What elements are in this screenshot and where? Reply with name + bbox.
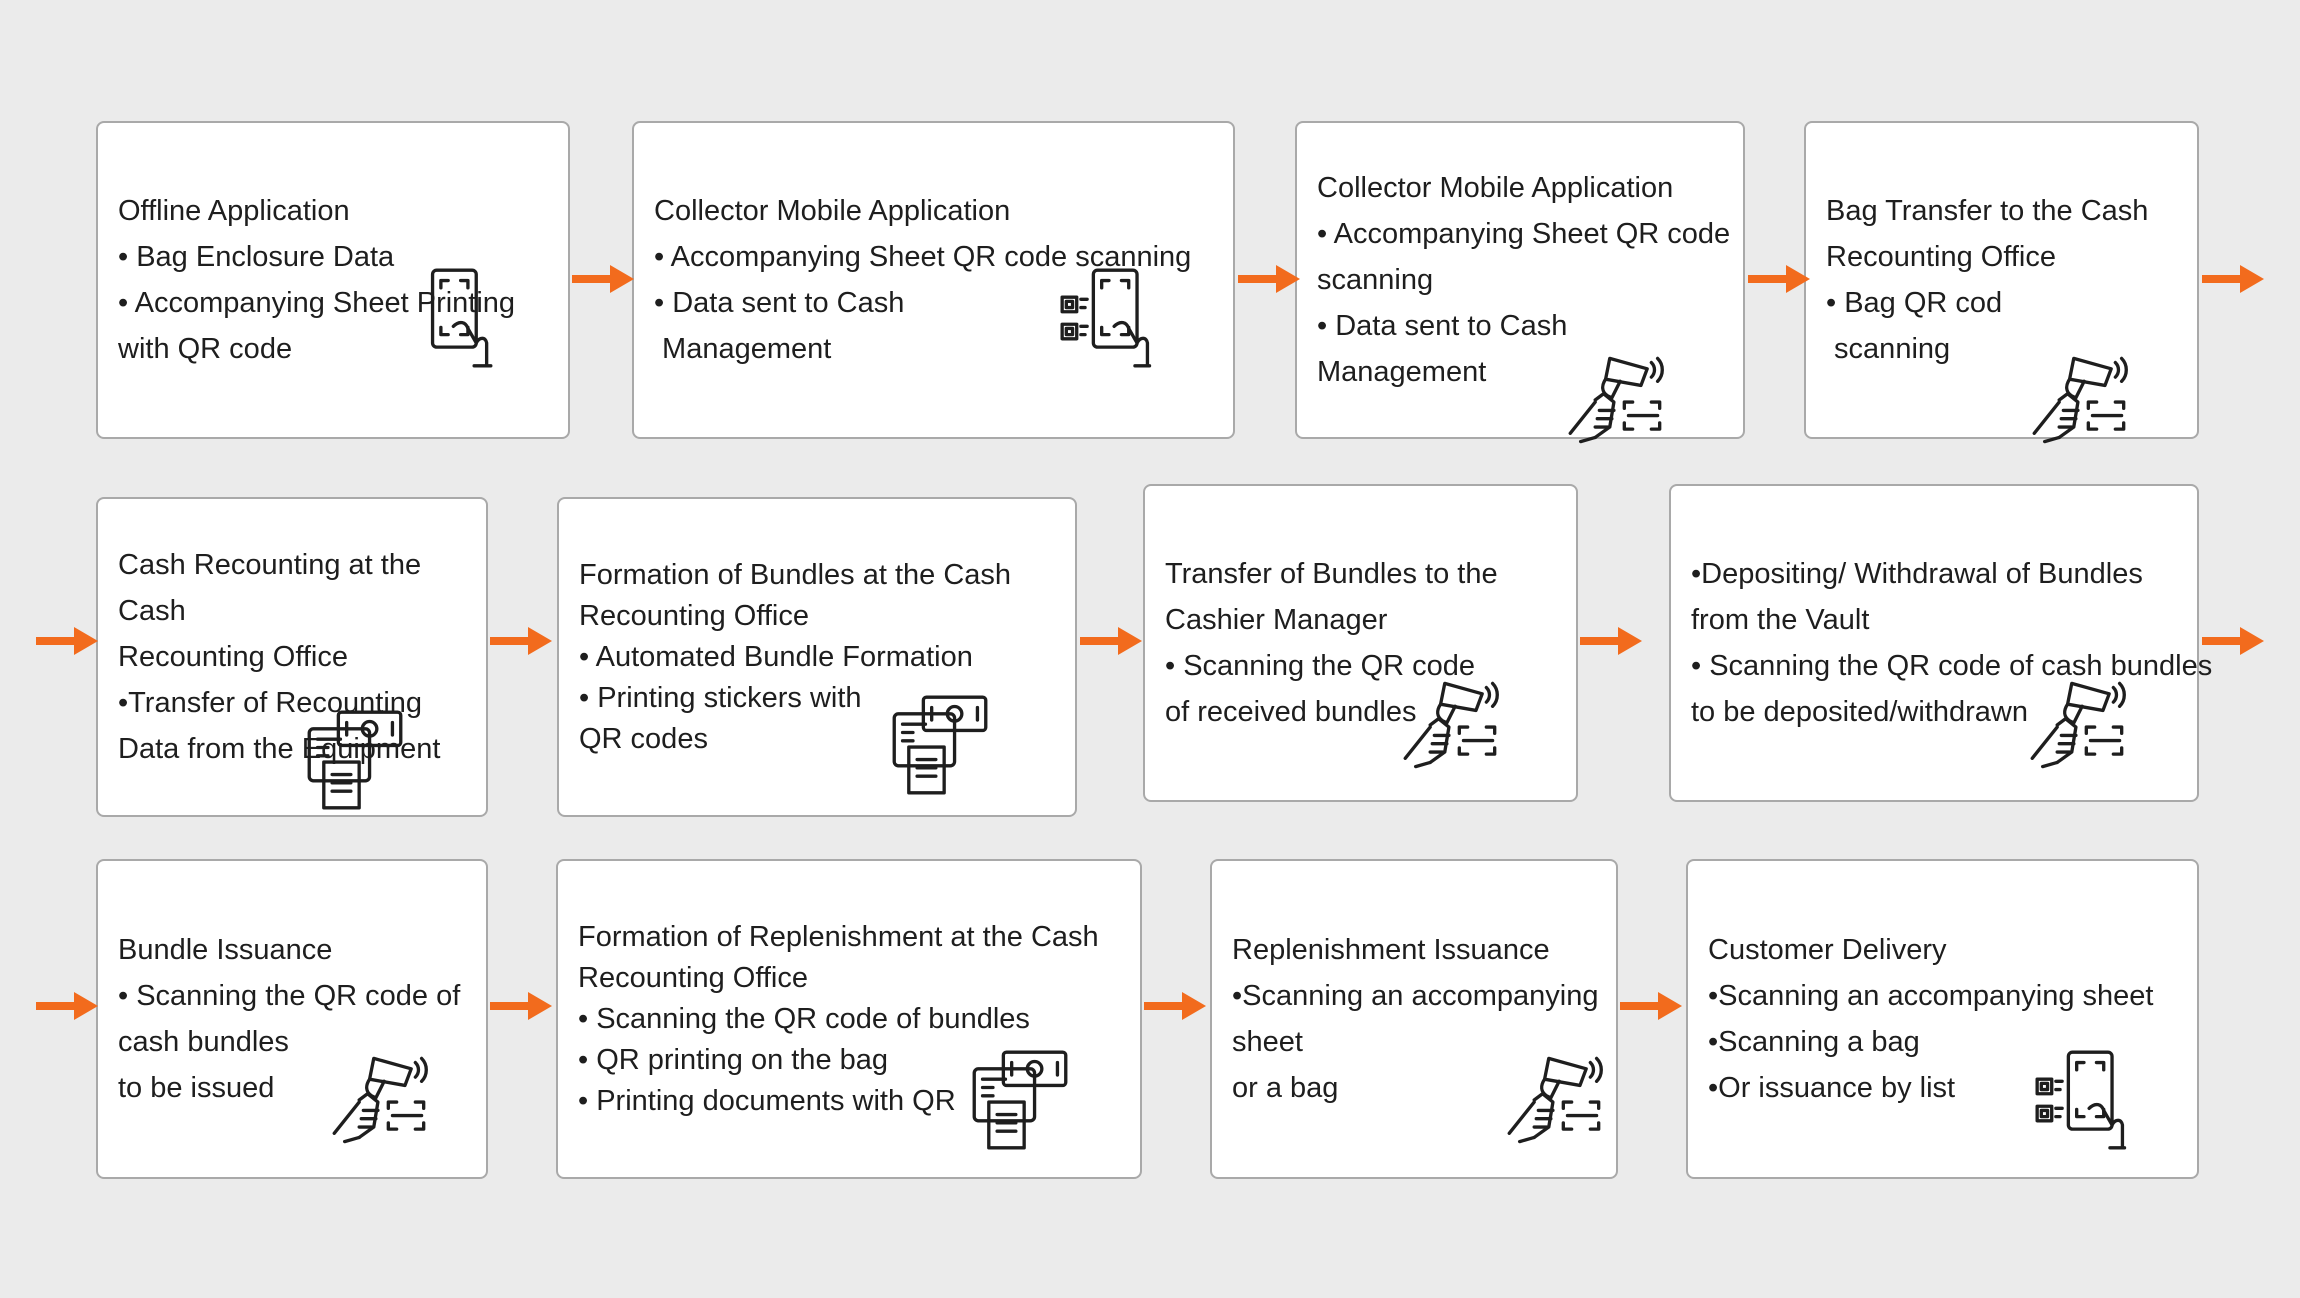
step-text: Collector Mobile Application • Accompanyi… [654, 123, 1217, 437]
step-text: •Depositing/ Withdrawal of Bundles from t… [1691, 486, 2213, 800]
step-text: Offline Application• Bag Enclosure Data•… [118, 123, 552, 437]
step-title: Formation of Bundles at the Cash [579, 558, 1012, 591]
barcode-scanner-icon [1503, 1048, 1607, 1152]
step-box-11: Replenishment Issuance •Scanning an accom… [1210, 859, 1618, 1179]
flow-arrow-12 [1144, 990, 1206, 1022]
step-line: Recounting Office [579, 599, 809, 632]
step-line: Management [1317, 356, 1487, 388]
step-line: Cashier Manager [1165, 604, 1388, 636]
step-line: Management [654, 333, 832, 365]
hand-phone-icon [418, 266, 522, 370]
qr-phone-icon [2033, 1048, 2137, 1152]
step-title: Replenishment Issuance [1232, 934, 1550, 966]
step-line: scanning [1826, 333, 1951, 365]
step-line: • Bag QR cod [1826, 287, 2003, 319]
step-line: • Printing documents with QR [578, 1084, 956, 1117]
step-text: Replenishment Issuance •Scanning an accom… [1232, 861, 1600, 1177]
flow-arrow-5 [36, 625, 98, 657]
step-box-3: Collector Mobile Application • Accompanyi… [1295, 121, 1745, 439]
flow-arrow-6 [490, 625, 552, 657]
step-line: • Data sent to Cash [654, 287, 905, 319]
step-text: Collector Mobile Application • Accompanyi… [1317, 123, 1731, 437]
step-line: • Printing stickers with [579, 681, 862, 714]
step-line: Data from the Equipment [118, 733, 441, 765]
step-line: sheet [1232, 1026, 1303, 1058]
step-title: Formation of Replenishment at the Cash [578, 920, 1099, 953]
step-line: cash bundles [118, 1026, 289, 1058]
step-line: Recounting Office [1826, 241, 2056, 273]
step-line: •Scanning an accompanying sheet [1708, 980, 2154, 1012]
step-line: or a bag [1232, 1072, 1339, 1104]
step-line: •Transfer of Recounting [118, 687, 423, 719]
flow-arrow-4 [2202, 263, 2264, 295]
step-line: • QR printing on the bag [578, 1043, 889, 1076]
step-line: •Or issuance by list [1708, 1072, 1956, 1104]
cash-printer-icon [303, 708, 407, 812]
flow-arrow-1 [572, 263, 634, 295]
flow-arrow-7 [1080, 625, 1142, 657]
flow-arrow-10 [36, 990, 98, 1022]
step-box-2: Collector Mobile Application • Accompanyi… [632, 121, 1235, 439]
cash-printer-icon [888, 693, 992, 797]
step-title: Bundle Issuance [118, 934, 333, 966]
step-line: to be issued [118, 1072, 275, 1104]
step-line: • Accompanying Sheet QR code scanning [654, 241, 1192, 273]
step-line: • Scanning the QR code of [118, 980, 461, 1012]
step-line: • Scanning the QR code of bundles [578, 1002, 1030, 1035]
qr-phone-icon [1058, 266, 1162, 370]
step-line: •Scanning a bag [1708, 1026, 1920, 1058]
flow-arrow-9 [2202, 625, 2264, 657]
barcode-scanner-icon [1564, 348, 1668, 452]
barcode-scanner-icon [2028, 348, 2132, 452]
step-title: Collector Mobile Application [1317, 172, 1674, 204]
cash-printer-icon [968, 1048, 1072, 1152]
step-title: Customer Delivery [1708, 934, 1947, 966]
step-title: Bag Transfer to the Cash [1826, 195, 2149, 227]
step-line: scanning [1317, 264, 1434, 296]
barcode-scanner-icon [328, 1048, 432, 1152]
step-line: • Automated Bundle Formation [579, 640, 973, 673]
step-line: of received bundles [1165, 696, 1417, 728]
barcode-scanner-icon [1399, 673, 1503, 777]
flow-arrow-11 [490, 990, 552, 1022]
step-line: • Bag Enclosure Data [118, 241, 395, 273]
step-title: Transfer of Bundles to the [1165, 558, 1498, 590]
step-line: • Scanning the QR code of cash bundles [1691, 650, 2213, 682]
flow-arrow-8 [1580, 625, 1642, 657]
step-line: • Accompanying Sheet QR code [1317, 218, 1731, 250]
step-title: •Depositing/ Withdrawal of Bundles [1691, 558, 2143, 590]
step-box-1: Offline Application• Bag Enclosure Data•… [96, 121, 570, 439]
step-text: Customer Delivery •Scanning an accompanyi… [1708, 861, 2181, 1177]
step-line: to be deposited/withdrawn [1691, 696, 2028, 728]
step-line: from the Vault [1691, 604, 1870, 636]
flow-arrow-2 [1238, 263, 1300, 295]
step-title: Collector Mobile Application [654, 195, 1011, 227]
flow-arrow-3 [1748, 263, 1810, 295]
step-title: Cash Recounting at the Cash [118, 549, 422, 627]
step-box-8: •Depositing/ Withdrawal of Bundles from t… [1669, 484, 2213, 802]
barcode-scanner-icon [2026, 673, 2130, 777]
step-line: •Scanning an accompanying [1232, 980, 1599, 1012]
step-title: Offline Application [118, 195, 350, 227]
step-line: Recounting Office [118, 641, 348, 673]
step-line: Recounting Office [578, 961, 808, 994]
flow-arrow-13 [1620, 990, 1682, 1022]
step-line: with QR code [118, 333, 293, 365]
step-line: • Scanning the QR code [1165, 650, 1476, 682]
step-line: • Data sent to Cash [1317, 310, 1568, 342]
step-line: QR codes [579, 722, 708, 755]
step-text: Bundle Issuance • Scanning the QR code of… [118, 861, 470, 1177]
